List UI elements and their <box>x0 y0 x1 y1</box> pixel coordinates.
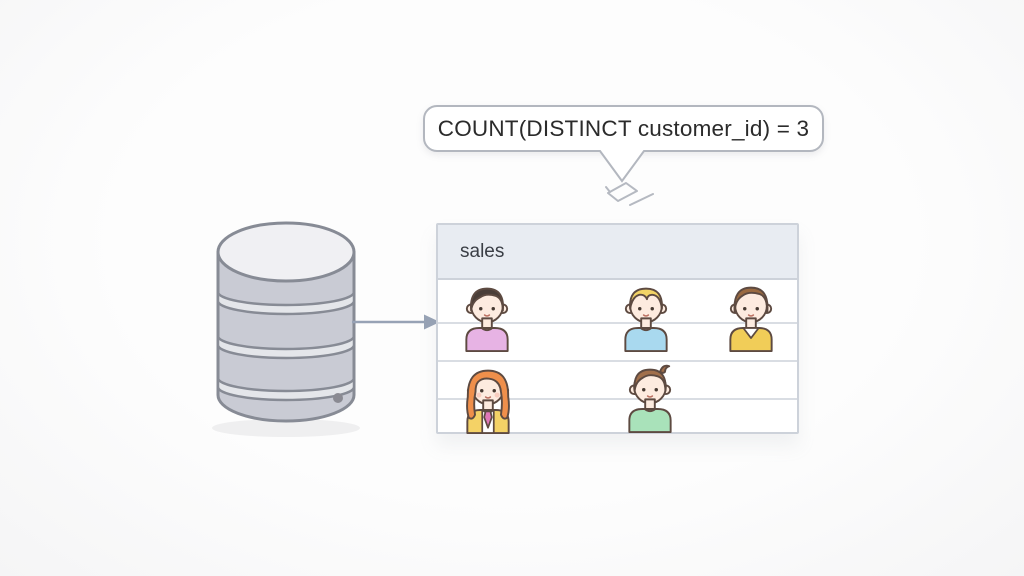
eye <box>642 388 646 392</box>
mouth <box>646 395 654 398</box>
table-row-divider <box>438 360 797 362</box>
database-top <box>216 221 356 283</box>
hair <box>733 286 769 313</box>
customer-avatar-1 <box>465 287 509 352</box>
sales-table-header: sales <box>438 225 797 280</box>
shirt <box>465 327 509 352</box>
mouth <box>747 314 755 317</box>
count-expression-callout: COUNT(DISTINCT customer_id) = 3 <box>423 105 824 152</box>
database-cylinder-icon <box>212 221 360 437</box>
table-title: sales <box>460 240 505 262</box>
blush <box>494 392 500 398</box>
hair <box>466 369 510 420</box>
mouth <box>642 314 650 317</box>
eye <box>650 307 654 311</box>
table-row-divider <box>438 398 797 400</box>
database-groove-2 <box>216 335 356 360</box>
eye <box>492 389 496 393</box>
eye <box>654 388 658 392</box>
arrow-right-icon <box>352 314 440 330</box>
callout-tail-fill <box>600 150 644 181</box>
neckline <box>480 327 494 332</box>
arrow-head <box>424 314 440 330</box>
callout-tail-outline <box>599 150 645 183</box>
callout-tail <box>599 150 645 183</box>
pen-underline <box>629 193 654 206</box>
eye <box>638 307 642 311</box>
database-groove-3 <box>216 377 356 402</box>
neckline <box>643 408 657 413</box>
hair <box>470 287 504 312</box>
table-row-divider <box>438 322 797 324</box>
customer-avatar-4 <box>466 369 510 434</box>
customer-avatar-3 <box>729 286 773 352</box>
hair <box>629 287 663 310</box>
count-expression-text: COUNT(DISTINCT customer_id) = 3 <box>437 115 810 141</box>
mouth <box>483 314 491 317</box>
eye <box>479 307 483 311</box>
blush <box>476 392 482 398</box>
customer-avatar-5 <box>628 364 672 433</box>
pen-cursor-icon <box>605 182 654 206</box>
hair-tuft <box>659 364 671 374</box>
database-shadow <box>212 419 360 437</box>
eye <box>480 389 484 393</box>
eye <box>491 307 495 311</box>
eye <box>755 307 759 311</box>
customer-avatar-2 <box>624 287 668 352</box>
database-body <box>216 250 356 423</box>
shirt <box>624 327 668 352</box>
mouth <box>484 396 492 399</box>
tie <box>483 410 493 429</box>
database-groove-1 <box>216 291 356 316</box>
pen-nib-line <box>605 186 611 193</box>
pen-card-shape <box>607 182 638 202</box>
database-indicator-dot <box>333 393 343 403</box>
neckline <box>639 327 653 332</box>
eye <box>743 307 747 311</box>
collar <box>742 327 760 339</box>
hair <box>633 368 667 392</box>
shirt <box>628 408 672 433</box>
